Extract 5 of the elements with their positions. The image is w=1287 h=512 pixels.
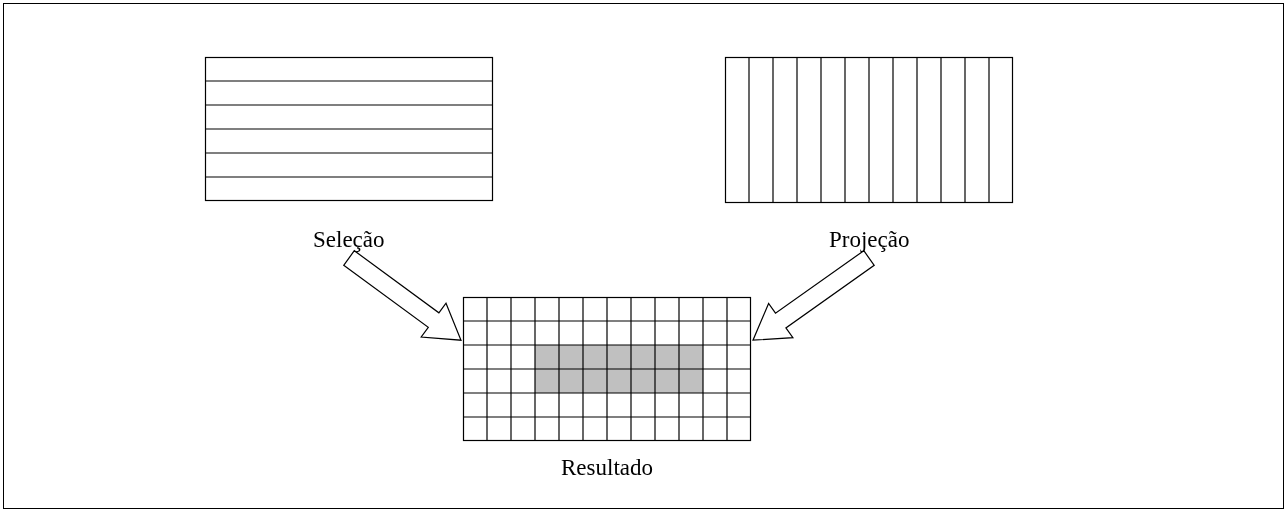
table-caption: Seleção — [313, 227, 385, 253]
block-arrow — [752, 249, 876, 341]
table-caption: Resultado — [561, 455, 653, 481]
table-caption: Projeção — [829, 227, 910, 253]
block-arrow — [342, 249, 462, 341]
